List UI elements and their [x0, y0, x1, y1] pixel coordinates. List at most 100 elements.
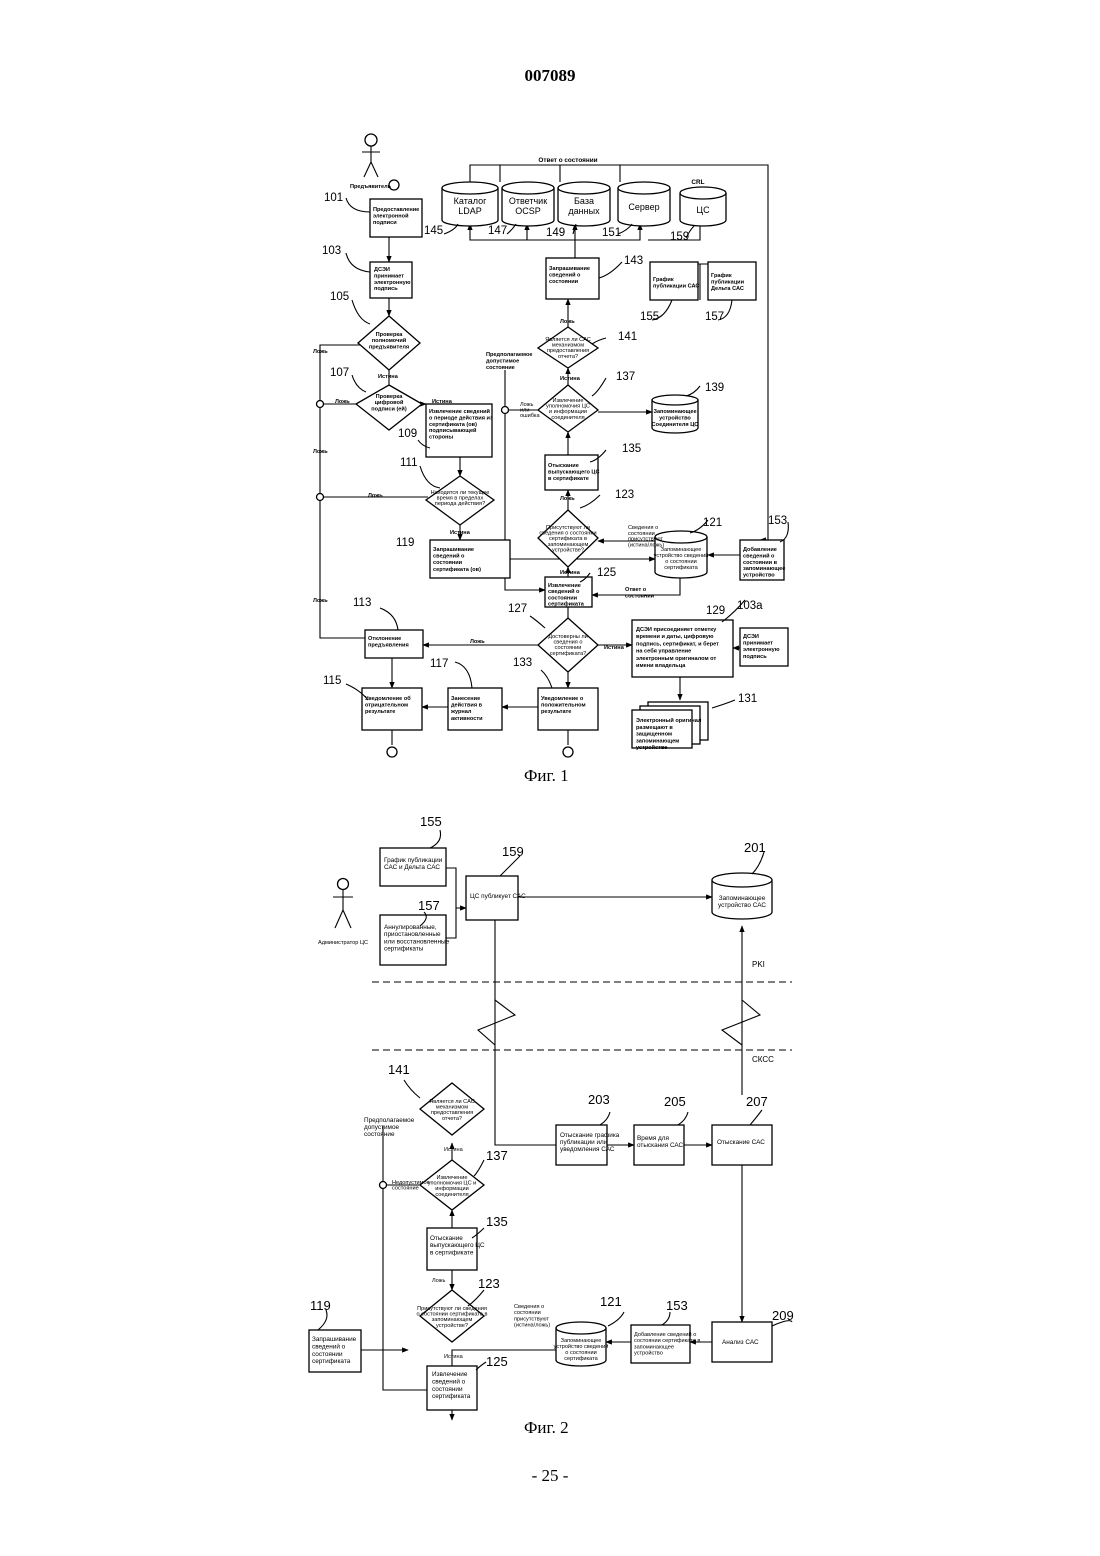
fig1-caption: Фиг. 1 [524, 766, 569, 786]
ref-155: 155 [640, 311, 659, 323]
label-true: Истина [432, 399, 453, 405]
label-true: Истина [560, 376, 581, 382]
label-info-present: Сведения осостоянииприсутствуют(истина/л… [628, 525, 664, 548]
ref-155: 155 [420, 814, 442, 829]
label-info-present: Сведения осостоянииприсутствуют(истина/л… [514, 1304, 550, 1329]
ref-101: 101 [324, 192, 343, 204]
label-false: Ложь [432, 1278, 445, 1284]
ref-139: 139 [705, 382, 724, 394]
fig1-diamonds-d137: Извлечениеуполномочия ЦСи информациисоед… [546, 398, 590, 421]
fig1-stores-s151: Сервер [628, 202, 659, 212]
ref-159: 159 [502, 844, 524, 859]
ref-117: 117 [430, 658, 448, 670]
ref-133: 133 [513, 657, 532, 669]
label-false: Ложь [560, 496, 575, 502]
ref-141: 141 [618, 331, 637, 343]
ref-201: 201 [744, 840, 766, 855]
label-status-response: Ответ осостоянии [625, 587, 655, 599]
fig1-diamonds-d127: Достоверны лисведения осостояниисертифик… [548, 634, 588, 657]
ref-119: 119 [310, 1298, 331, 1313]
skss-label: СКСС [752, 1055, 774, 1064]
ref-143: 143 [624, 255, 643, 267]
label-false: Ложь [335, 399, 350, 405]
fig1-diamonds-d107: Проверкацифровойподписи (ей) [371, 394, 407, 412]
ref-209: 209 [772, 1308, 794, 1323]
ref-103a: 103a [737, 600, 763, 612]
ref-123: 123 [478, 1276, 500, 1291]
ref-207: 207 [746, 1094, 768, 1109]
label-true: Истина [450, 530, 471, 536]
fig1-stores-s159: ЦС [696, 205, 710, 215]
ref-105: 105 [330, 291, 349, 303]
fig2-boxes-b209: Анализ САС [722, 1339, 759, 1346]
ref-109: 109 [398, 428, 417, 440]
junction [317, 401, 324, 408]
junction [317, 494, 324, 501]
ref-159: 159 [670, 231, 689, 243]
fig2-stores-s201: Запоминающееустройство САС [718, 895, 766, 909]
ref-147: 147 [488, 225, 507, 237]
ref-149: 149 [546, 227, 565, 239]
ref-135: 135 [486, 1214, 508, 1229]
ref-157: 157 [418, 898, 440, 913]
presenter-actor [362, 134, 380, 177]
end-terminator-negative [387, 747, 397, 757]
label-invalid-state: Недопустимоесостояние [392, 1180, 430, 1192]
ref-121: 121 [600, 1294, 622, 1309]
ref-123: 123 [615, 489, 634, 501]
junction [380, 1182, 387, 1189]
ref-203: 203 [588, 1092, 610, 1107]
ref-129: 129 [706, 605, 725, 617]
ref-125: 125 [597, 567, 616, 579]
fig2-boxes-b203: Отыскание графикапубликации илиуведомлен… [560, 1132, 620, 1153]
ref-111: 111 [400, 457, 417, 469]
ref-135: 135 [622, 443, 641, 455]
fig2-boxes-b207: Отыскание САС [717, 1139, 765, 1146]
ref-103: 103 [322, 245, 341, 257]
ref-141: 141 [388, 1062, 410, 1077]
ref-153: 153 [666, 1298, 688, 1313]
fig1-actor: Предъявитель [350, 184, 392, 190]
label-true: Истина [604, 645, 625, 651]
label-true: Истина [444, 1354, 464, 1360]
fig1-diamonds-d111: Находится ли текущеевремя в пределахпери… [431, 490, 490, 507]
ref-113: 113 [353, 597, 371, 609]
fig2-data-stores [556, 873, 772, 1366]
ca-admin-actor [333, 879, 353, 929]
label-assumed-state: Предполагаемоедопустимоесостояние [486, 352, 533, 371]
page-number: - 25 - [0, 1466, 1100, 1486]
ref-137: 137 [486, 1148, 508, 1163]
label-true: Истина [444, 1147, 464, 1153]
junction [502, 407, 509, 414]
pki-label: PKI [752, 960, 765, 969]
ref-127: 127 [508, 603, 527, 615]
label-false: Ложь [313, 449, 328, 455]
label-false: Ложь [368, 493, 383, 499]
label-false: Ложь [313, 598, 328, 604]
label-assumed-state: Предполагаемоедопустимоесостояние [364, 1117, 415, 1138]
fig1-crl_label: CRL [691, 179, 704, 186]
fig2-diamonds-d123: Присутствуют ли сведенияо состоянии серт… [417, 1306, 488, 1329]
label-false: Ложь [470, 639, 485, 645]
ref-137: 137 [616, 371, 635, 383]
label-true: Истина [378, 374, 399, 380]
end-terminator-positive [563, 747, 573, 757]
ref-115: 115 [323, 675, 341, 687]
label-false-or-error: Ложьилиошибка [520, 402, 540, 419]
ref-145: 145 [424, 225, 443, 237]
ref-151: 151 [602, 227, 621, 239]
ref-153: 153 [768, 515, 787, 527]
label-false: Ложь [560, 319, 575, 325]
label-true: Истина [560, 570, 581, 576]
fig2-caption: Фиг. 2 [524, 1418, 569, 1438]
fig2-boxes-b159: ЦС публикует САС [470, 892, 526, 900]
ref-119: 119 [396, 537, 414, 549]
ref-131: 131 [738, 693, 757, 705]
ref-107: 107 [330, 367, 349, 379]
label-false: Ложь [313, 349, 328, 355]
ref-157: 157 [705, 311, 724, 323]
ref-125: 125 [486, 1354, 508, 1369]
ref-205: 205 [664, 1094, 686, 1109]
fig2-boxes-b155: График публикацииСАС и Дельта САС [384, 856, 443, 871]
ref-121: 121 [703, 517, 722, 529]
